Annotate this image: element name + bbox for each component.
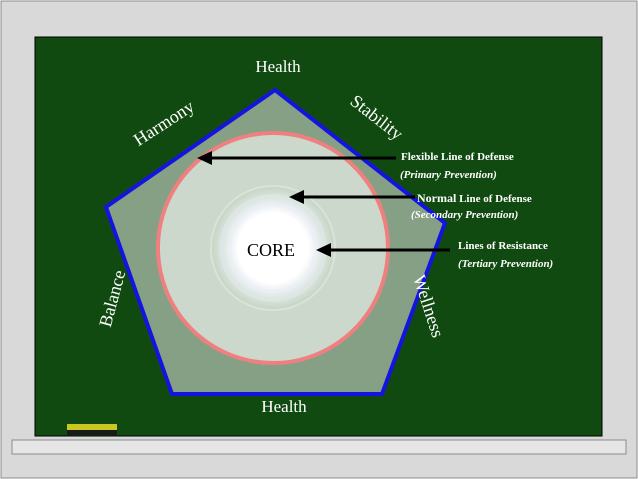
arrow-flexible	[197, 151, 396, 165]
resistance-subtitle: (Tertiary Prevention)	[458, 258, 554, 270]
label-health-bottom: Health	[261, 397, 307, 416]
normal-line-title: Normal Line of Defense	[417, 192, 532, 205]
resistance-title: Lines of Resistance	[458, 240, 548, 252]
flexible-line-title: Flexible Line of Defense	[401, 151, 514, 163]
resistance-ring-inner	[228, 203, 318, 293]
core-label: CORE	[247, 240, 295, 260]
flexible-line-subtitle: (Primary Prevention)	[400, 169, 497, 181]
normal-line-title-rest: Line of Defense	[456, 193, 532, 205]
chalk-tray	[11, 439, 627, 455]
arrow-resistance	[316, 243, 450, 257]
arrow-normal	[289, 190, 415, 204]
core-circle	[237, 212, 309, 284]
normal-line-title-bold: Normal	[417, 191, 457, 205]
chalk-eraser-icon	[67, 424, 117, 435]
normal-line-subtitle: (Secondary Prevention)	[411, 209, 519, 221]
label-health-top: Health	[255, 57, 301, 76]
